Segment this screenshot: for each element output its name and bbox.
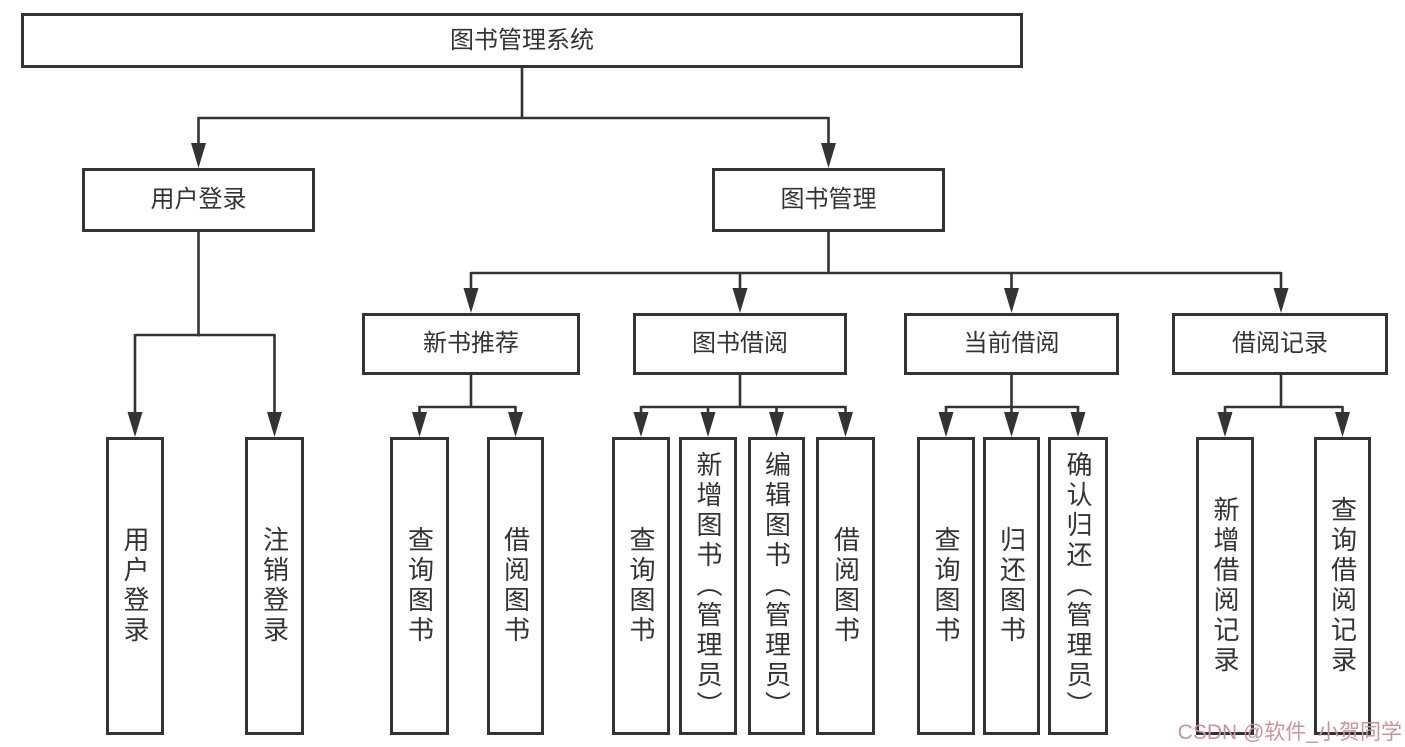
arrowhead [1070, 412, 1086, 437]
csdn-watermark: CSDN @软件_小贺同学 [1177, 721, 1402, 744]
arrowhead [1217, 412, 1233, 437]
node-current-borrow: 当前借阅 [904, 313, 1119, 375]
node-book-management-label: 图书管理 [780, 186, 877, 213]
node-root: 图书管理系统 [21, 13, 1023, 68]
leaf-borrow-books-recommend-label: 借阅图书 [500, 526, 531, 646]
leaf-add-borrow-record-label: 新增借阅记录 [1210, 496, 1240, 676]
leaf-borrow-books-label: 借阅图书 [830, 526, 861, 646]
edge-book-management-groups [469, 232, 1283, 290]
node-book-management: 图书管理 [712, 168, 945, 232]
node-new-book-recommend: 新书推荐 [362, 313, 580, 375]
leaf-return-book-label: 归还图书 [996, 526, 1027, 646]
leaf-query-books-recommend: 查询图书 [390, 437, 449, 735]
arrowhead [412, 412, 427, 437]
node-new-book-recommend-label: 新书推荐 [423, 330, 519, 357]
arrowhead [633, 412, 649, 437]
node-borrow-records: 借阅记录 [1172, 313, 1388, 375]
node-book-borrow: 图书借阅 [633, 313, 847, 375]
arrowhead [127, 412, 143, 437]
arrowhead [1004, 412, 1019, 437]
node-root-label: 图书管理系统 [450, 26, 594, 54]
leaf-query-books-current-label: 查询图书 [931, 526, 961, 646]
leaf-query-borrow-record: 查询借阅记录 [1314, 437, 1371, 735]
leaf-user-login: 用户登录 [106, 437, 164, 735]
node-user-login: 用户登录 [82, 168, 315, 232]
leaf-add-book-admin: 新增图书（管理员） [679, 437, 737, 735]
arrowhead [938, 412, 954, 437]
arrowhead [700, 412, 716, 437]
leaf-return-book: 归还图书 [983, 437, 1040, 735]
leaf-logout: 注销登录 [245, 437, 304, 735]
leaf-query-books-borrow-label: 查询图书 [626, 526, 656, 646]
leaf-confirm-return-admin-label: 确认归还（管理员） [1063, 451, 1093, 721]
edge-root-to-level2 [197, 68, 830, 144]
arrowhead [769, 412, 784, 437]
edge-new-book-recommend-children [418, 375, 517, 415]
leaf-add-borrow-record: 新增借阅记录 [1196, 437, 1254, 735]
node-current-borrow-label: 当前借阅 [963, 330, 1060, 357]
edge-borrow-records-children [1223, 375, 1344, 415]
leaf-query-books-borrow: 查询图书 [612, 437, 670, 735]
arrowhead [267, 412, 282, 437]
arrowhead [838, 412, 853, 437]
node-book-borrow-label: 图书借阅 [692, 330, 788, 357]
leaf-query-books-current: 查询图书 [917, 437, 975, 735]
arrowhead [1335, 412, 1350, 437]
edge-user-login-children [133, 232, 276, 414]
arrowhead [463, 288, 479, 313]
arrowhead [732, 288, 748, 313]
arrowhead [508, 412, 523, 437]
leaf-borrow-books: 借阅图书 [816, 437, 875, 735]
arrowhead [191, 143, 206, 168]
arrowhead [821, 143, 836, 168]
leaf-confirm-return-admin: 确认归还（管理员） [1048, 437, 1108, 735]
leaf-borrow-books-recommend: 借阅图书 [487, 437, 544, 735]
leaf-edit-book-admin-label: 编辑图书（管理员） [761, 451, 792, 721]
leaf-add-book-admin-label: 新增图书（管理员） [693, 451, 723, 721]
node-borrow-records-label: 借阅记录 [1232, 330, 1328, 357]
leaf-user-login-label: 用户登录 [120, 526, 150, 646]
leaf-edit-book-admin: 编辑图书（管理员） [748, 437, 805, 735]
leaf-query-books-recommend-label: 查询图书 [404, 526, 435, 646]
edge-current-borrow-children [944, 375, 1080, 415]
arrowhead [1004, 288, 1019, 313]
arrowhead [1273, 288, 1289, 313]
leaf-query-borrow-record-label: 查询借阅记录 [1327, 496, 1358, 676]
node-user-login-label: 用户登录 [150, 186, 247, 213]
edge-book-borrow-children [639, 375, 847, 415]
leaf-logout-label: 注销登录 [259, 526, 290, 646]
